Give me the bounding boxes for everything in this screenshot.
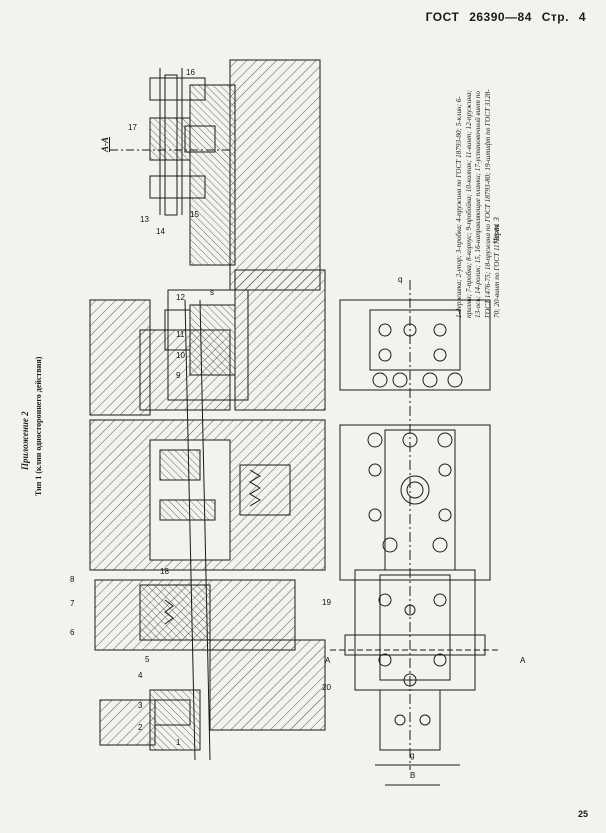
callout-2: 2 <box>138 723 143 732</box>
dim-s: s <box>210 288 214 297</box>
plan-holes <box>367 323 463 726</box>
callout-15: 15 <box>190 210 199 219</box>
dim-g: g <box>410 751 414 760</box>
callout-3: 3 <box>138 701 143 710</box>
section-arrow-a-right: A <box>520 656 526 665</box>
callout-11: 11 <box>176 330 185 339</box>
callout-16: 16 <box>186 68 195 77</box>
page-word: Стр. <box>541 10 569 24</box>
callout-1: 1 <box>176 738 181 747</box>
standard-number: 26390—84 <box>469 10 532 24</box>
page-footer-number: 25 <box>577 809 588 819</box>
callout-13: 13 <box>140 215 149 224</box>
dim-b: B <box>410 771 415 780</box>
callout-6: 6 <box>70 628 75 637</box>
main-side-view <box>89 269 326 761</box>
dim-q: q <box>398 275 402 284</box>
callout-labels: 1 2 3 4 5 6 7 8 9 10 11 12 13 14 15 16 1… <box>70 68 331 747</box>
callout-19: 19 <box>322 598 331 607</box>
callout-8: 8 <box>70 575 75 584</box>
section-arrow-a-left: A <box>325 656 331 665</box>
callout-17: 17 <box>128 123 137 132</box>
callout-10: 10 <box>176 351 185 360</box>
callout-5: 5 <box>145 655 150 664</box>
standard-label: ГОСТ <box>425 10 460 24</box>
callout-9: 9 <box>176 371 181 380</box>
callout-12: 12 <box>176 293 185 302</box>
section-aa-view <box>110 59 321 291</box>
plan-view <box>330 280 500 786</box>
page-header: ГОСТ 26390—84 Стр. 4 <box>420 10 586 24</box>
callout-14: 14 <box>156 227 165 236</box>
callout-7: 7 <box>70 599 75 608</box>
callout-4: 4 <box>138 671 143 680</box>
callout-18: 18 <box>160 567 169 576</box>
dimension-labels: q g B A A s <box>210 275 526 780</box>
callout-20: 20 <box>322 683 331 692</box>
page-value: 4 <box>578 10 586 24</box>
